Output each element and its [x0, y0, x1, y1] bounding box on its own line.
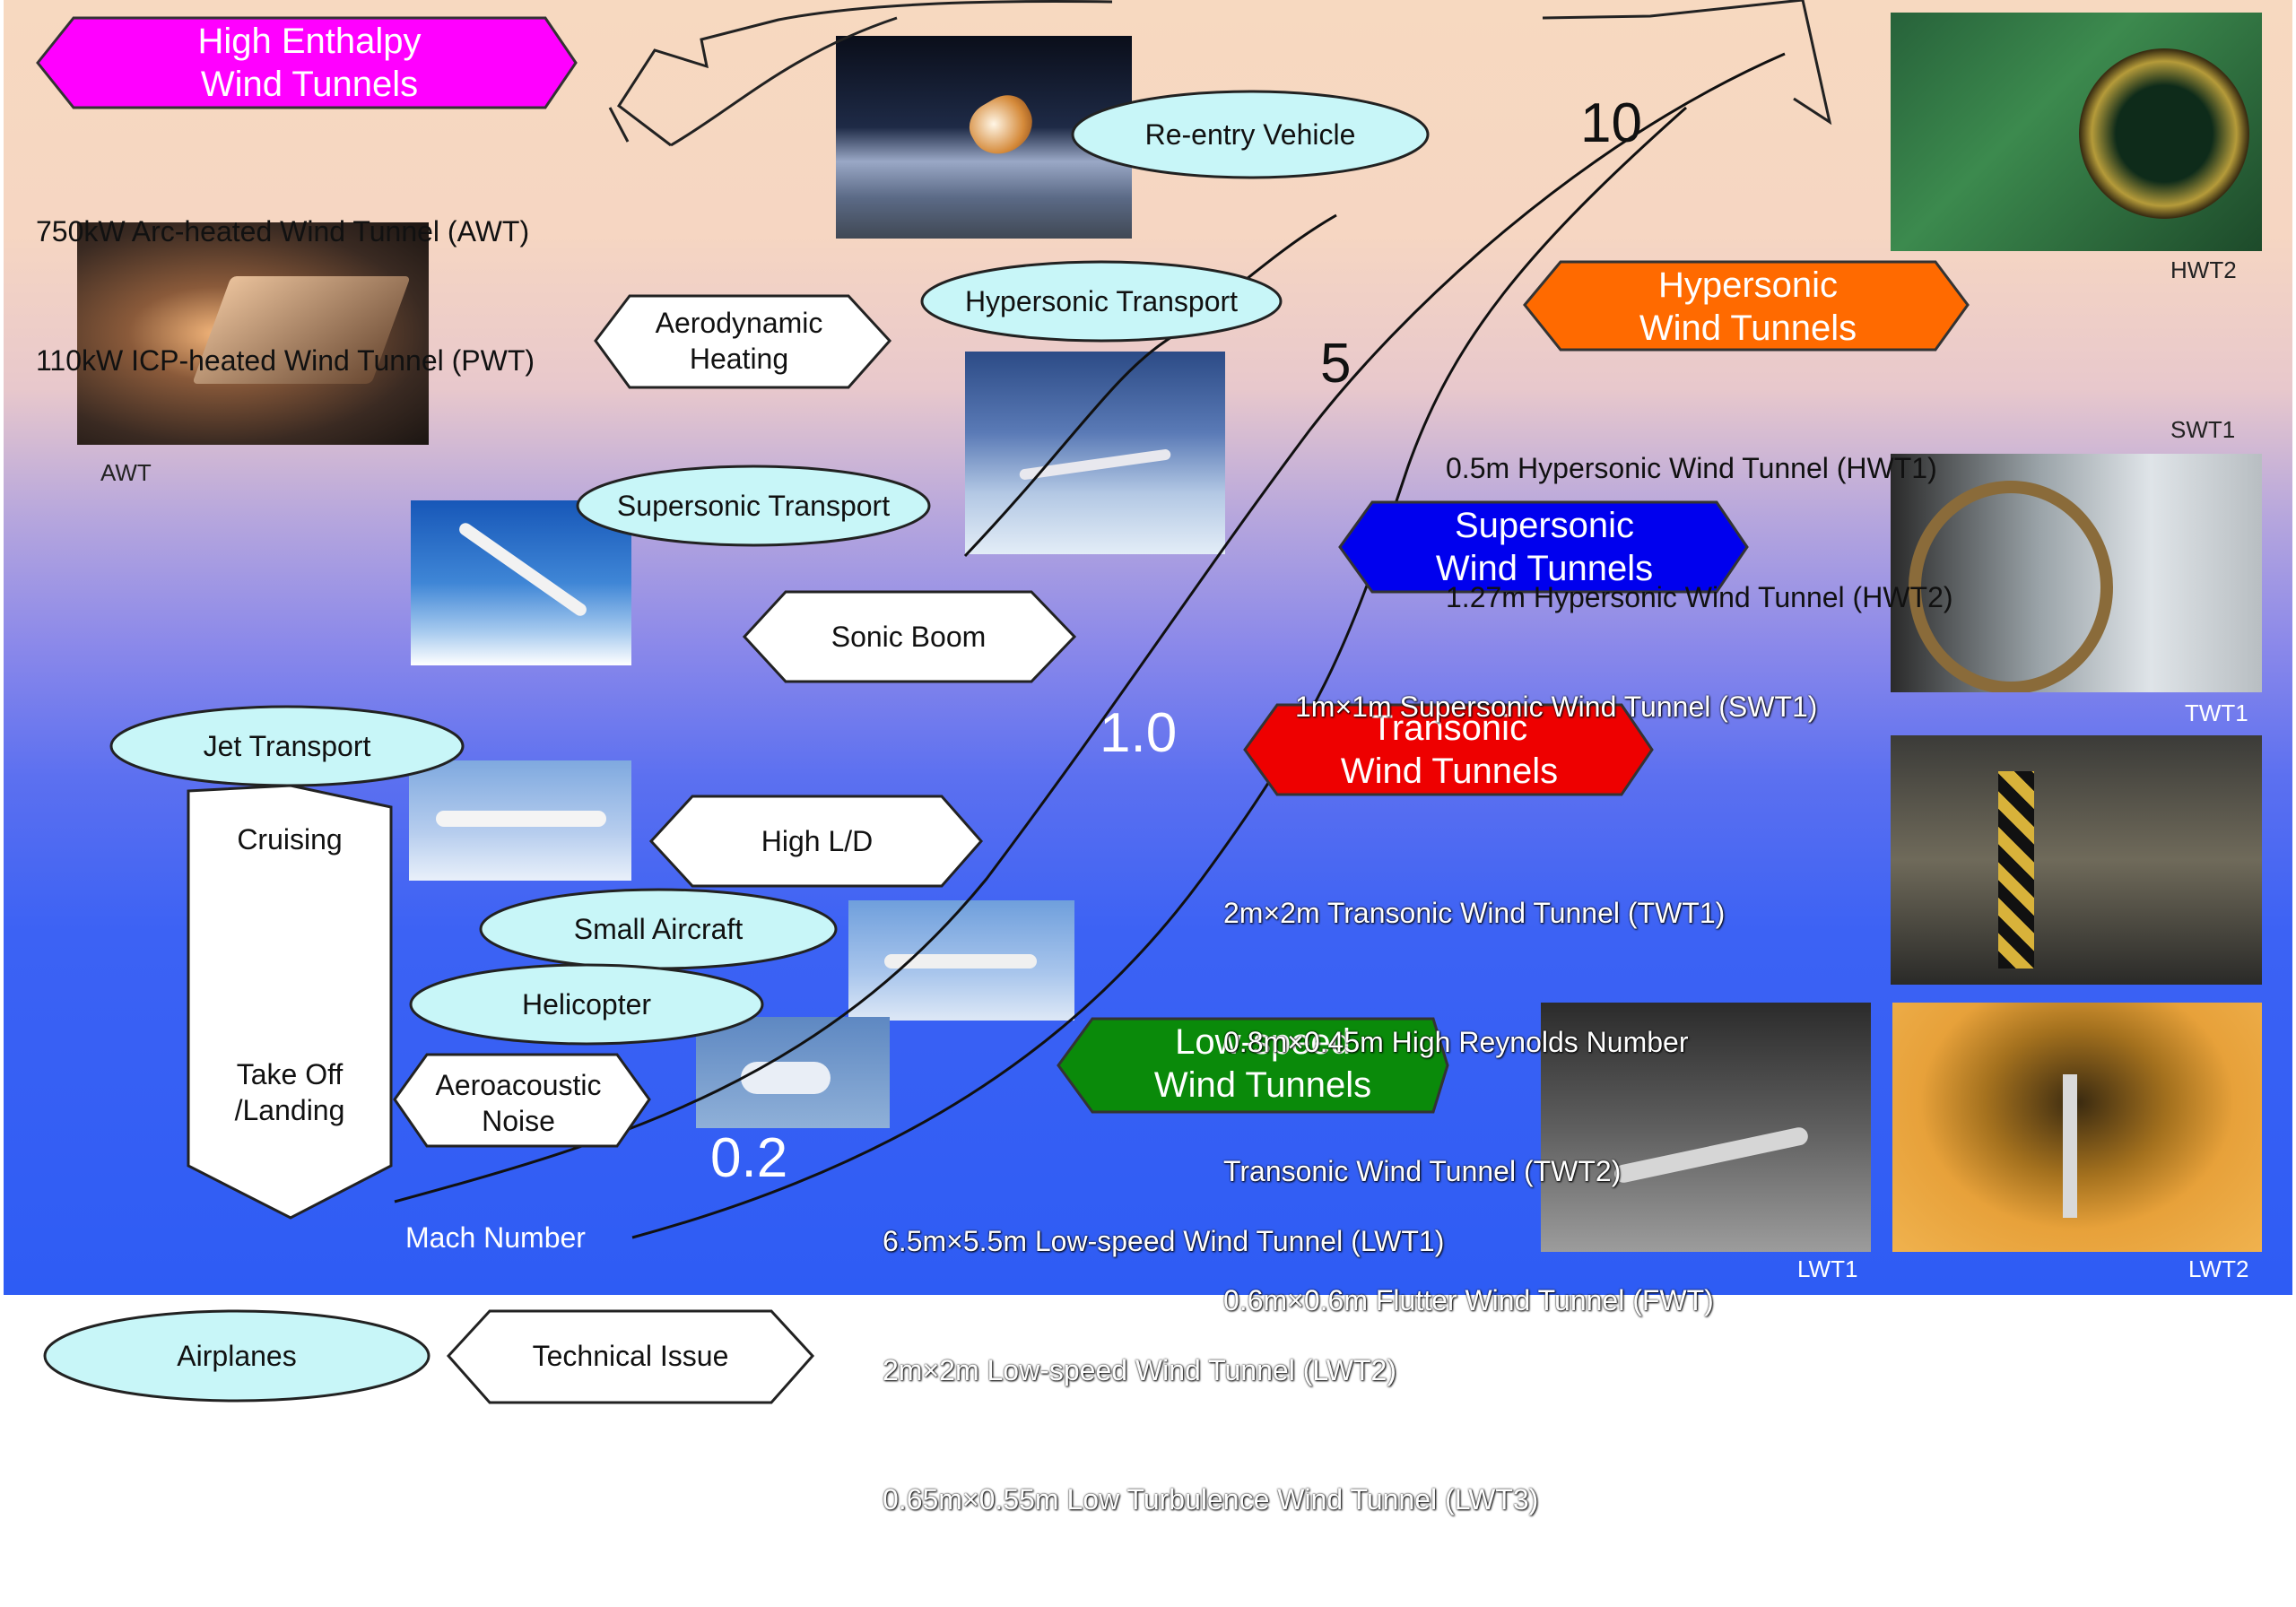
- aeroacoustic-label: Aeroacoustic Noise: [420, 1067, 617, 1139]
- hypersonic-transport-label: Hypersonic Transport: [964, 285, 1239, 317]
- hwt2-item: 1.27m Hypersonic Wind Tunnel (HWT2): [1446, 581, 1953, 613]
- sonic-boom-label: Sonic Boom: [831, 621, 987, 653]
- small-aircraft-label: Small Aircraft: [573, 913, 744, 945]
- high-ld-hexagon: [648, 795, 983, 888]
- hypersonic-title-line2: Wind Tunnels: [1639, 308, 1857, 348]
- hypersonic-list: 0.5m Hypersonic Wind Tunnel (HWT1) 1.27m…: [1446, 360, 1953, 705]
- takeoff-line2: /Landing: [234, 1094, 345, 1126]
- sonic-boom-hexagon: [742, 590, 1077, 683]
- hypersonic-hexagon: [1523, 260, 1970, 352]
- diagram-shapes: [36, 0, 1970, 1404]
- high-enthalpy-title-line2: Wind Tunnels: [200, 65, 419, 104]
- low-speed-hexagon: [1057, 1017, 1449, 1114]
- transonic-title: Transonic Wind Tunnels: [1277, 707, 1622, 793]
- supersonic-list: 1m×1m Supersonic Wind Tunnel (SWT1): [1295, 599, 1817, 814]
- aeroacoustic-hexagon: [393, 1053, 651, 1148]
- mach-curve-outer: [394, 52, 1786, 1203]
- hypersonic-title: Hypersonic Wind Tunnels: [1561, 264, 1935, 350]
- twt2-item-line1: 0.8m×0.45m High Reynolds Number: [1223, 1026, 1689, 1058]
- awt-item: 750kW Arc-heated Wind Tunnel (AWT): [36, 215, 530, 248]
- pwt-item: 110kW ICP-heated Wind Tunnel (PWT): [36, 344, 535, 377]
- legend-airplanes-label: Airplanes: [177, 1340, 297, 1372]
- supersonic-transport-ellipse: [576, 465, 931, 547]
- mach-curve-arrow-head: [1542, 0, 1832, 126]
- high-enthalpy-list: 750kW Arc-heated Wind Tunnel (AWT) 110kW…: [36, 124, 535, 468]
- jet-transport-photo: [409, 760, 631, 881]
- reentry-arrow-outline: [608, 0, 1113, 147]
- mach-1: 1.0: [1100, 702, 1178, 764]
- awt-caption: AWT: [100, 459, 152, 486]
- twt2-item-line2: Transonic Wind Tunnel (TWT2): [1223, 1155, 1622, 1187]
- mach-02: 0.2: [710, 1127, 788, 1189]
- twt1-item: 2m×2m Transonic Wind Tunnel (TWT1): [1223, 897, 1726, 929]
- jet-transport-label: Jet Transport: [203, 730, 371, 762]
- mach-5: 5: [1320, 333, 1352, 395]
- twt1-photo: [1891, 735, 2262, 985]
- hypersonic-transport-photo: [965, 352, 1225, 554]
- transonic-title-line2: Wind Tunnels: [1340, 751, 1559, 791]
- lwt2-item: 2m×2m Low-speed Wind Tunnel (LWT2): [883, 1354, 1396, 1386]
- legend-technical-issue-label: Technical Issue: [532, 1340, 729, 1372]
- aeroacoustic-line1: Aeroacoustic: [435, 1069, 602, 1101]
- takeoff-line1: Take Off: [236, 1058, 344, 1090]
- high-enthalpy-title: High Enthalpy Wind Tunnels: [74, 20, 545, 106]
- helicopter-ellipse: [409, 963, 764, 1046]
- supersonic-transport-label: Supersonic Transport: [616, 490, 891, 522]
- awt-photo: [77, 222, 429, 445]
- hypersonic-title-line1: Hypersonic: [1657, 265, 1839, 305]
- jet-transport-ellipse: [109, 705, 465, 787]
- aero-heating-label: Aerodynamic Heating: [630, 305, 848, 377]
- mach-number-label: Mach Number: [405, 1221, 586, 1254]
- hwt2-caption: HWT2: [2170, 256, 2237, 283]
- cruising-label: Cruising: [237, 823, 343, 856]
- legend-airplanes-ellipse: [43, 1309, 430, 1403]
- high-enthalpy-title-line1: High Enthalpy: [197, 22, 422, 61]
- hwt2-photo: [1891, 13, 2262, 251]
- low-speed-title: Low-speed Wind Tunnels: [1092, 1021, 1433, 1107]
- helicopter-photo: [696, 1017, 890, 1128]
- hwt1-item: 0.5m Hypersonic Wind Tunnel (HWT1): [1446, 452, 1937, 484]
- fwt-item: 0.6m×0.6m Flutter Wind Tunnel (FWT): [1223, 1284, 1714, 1316]
- reentry-ellipse: [1071, 90, 1430, 179]
- lwt2-caption: LWT2: [2188, 1255, 2249, 1282]
- transonic-title-line1: Transonic: [1370, 708, 1528, 748]
- aeroacoustic-line2: Noise: [482, 1105, 555, 1137]
- mach-10: 10: [1580, 92, 1642, 154]
- low-speed-title-line2: Wind Tunnels: [1153, 1065, 1372, 1105]
- low-speed-title-line1: Low-speed: [1175, 1022, 1351, 1062]
- aero-heating-line2: Heating: [689, 343, 789, 375]
- small-aircraft-photo: [848, 900, 1074, 1021]
- reentry-label: Re-entry Vehicle: [1144, 118, 1356, 151]
- lwt3-item: 0.65m×0.55m Low Turbulence Wind Tunnel (…: [883, 1483, 1539, 1516]
- transonic-list: 2m×2m Transonic Wind Tunnel (TWT1) 0.8m×…: [1223, 805, 1725, 1408]
- swt1-caption: SWT1: [2170, 416, 2236, 443]
- lwt1-caption: LWT1: [1797, 1255, 1858, 1282]
- high-ld-label: High L/D: [761, 825, 874, 857]
- supersonic-hexagon: [1338, 500, 1749, 594]
- supersonic-title-line1: Supersonic: [1454, 506, 1635, 545]
- aero-heating-hexagon: [594, 294, 892, 389]
- supersonic-transport-photo: [411, 500, 631, 665]
- takeoff-label: Take Off /Landing: [188, 1056, 391, 1128]
- high-enthalpy-hexagon: [36, 16, 578, 109]
- hypersonic-transport-ellipse: [920, 260, 1283, 343]
- reentry-arrow-left: [670, 16, 898, 147]
- swt1-item: 1m×1m Supersonic Wind Tunnel (SWT1): [1295, 691, 1818, 723]
- twt1-caption: TWT1: [2185, 699, 2248, 726]
- swt1-photo: [1891, 454, 2262, 692]
- diagram-canvas: High Enthalpy Wind Tunnels Hypersonic Wi…: [4, 0, 2292, 1516]
- supersonic-title: Supersonic Wind Tunnels: [1372, 504, 1717, 590]
- lwt1-photo: [1541, 1003, 1871, 1252]
- legend-technical-issue-hexagon: [446, 1309, 815, 1404]
- mach-curve-upper: [963, 213, 1337, 558]
- lwt2-photo: [1892, 1003, 2262, 1252]
- aero-heating-line1: Aerodynamic: [655, 307, 823, 339]
- helicopter-label: Helicopter: [521, 988, 652, 1021]
- lwt1-item: 6.5m×5.5m Low-speed Wind Tunnel (LWT1): [883, 1225, 1445, 1257]
- low-speed-list: 6.5m×5.5m Low-speed Wind Tunnel (LWT1) 2…: [883, 1134, 1538, 1607]
- transonic-hexagon: [1243, 703, 1654, 796]
- supersonic-title-line2: Wind Tunnels: [1435, 549, 1654, 588]
